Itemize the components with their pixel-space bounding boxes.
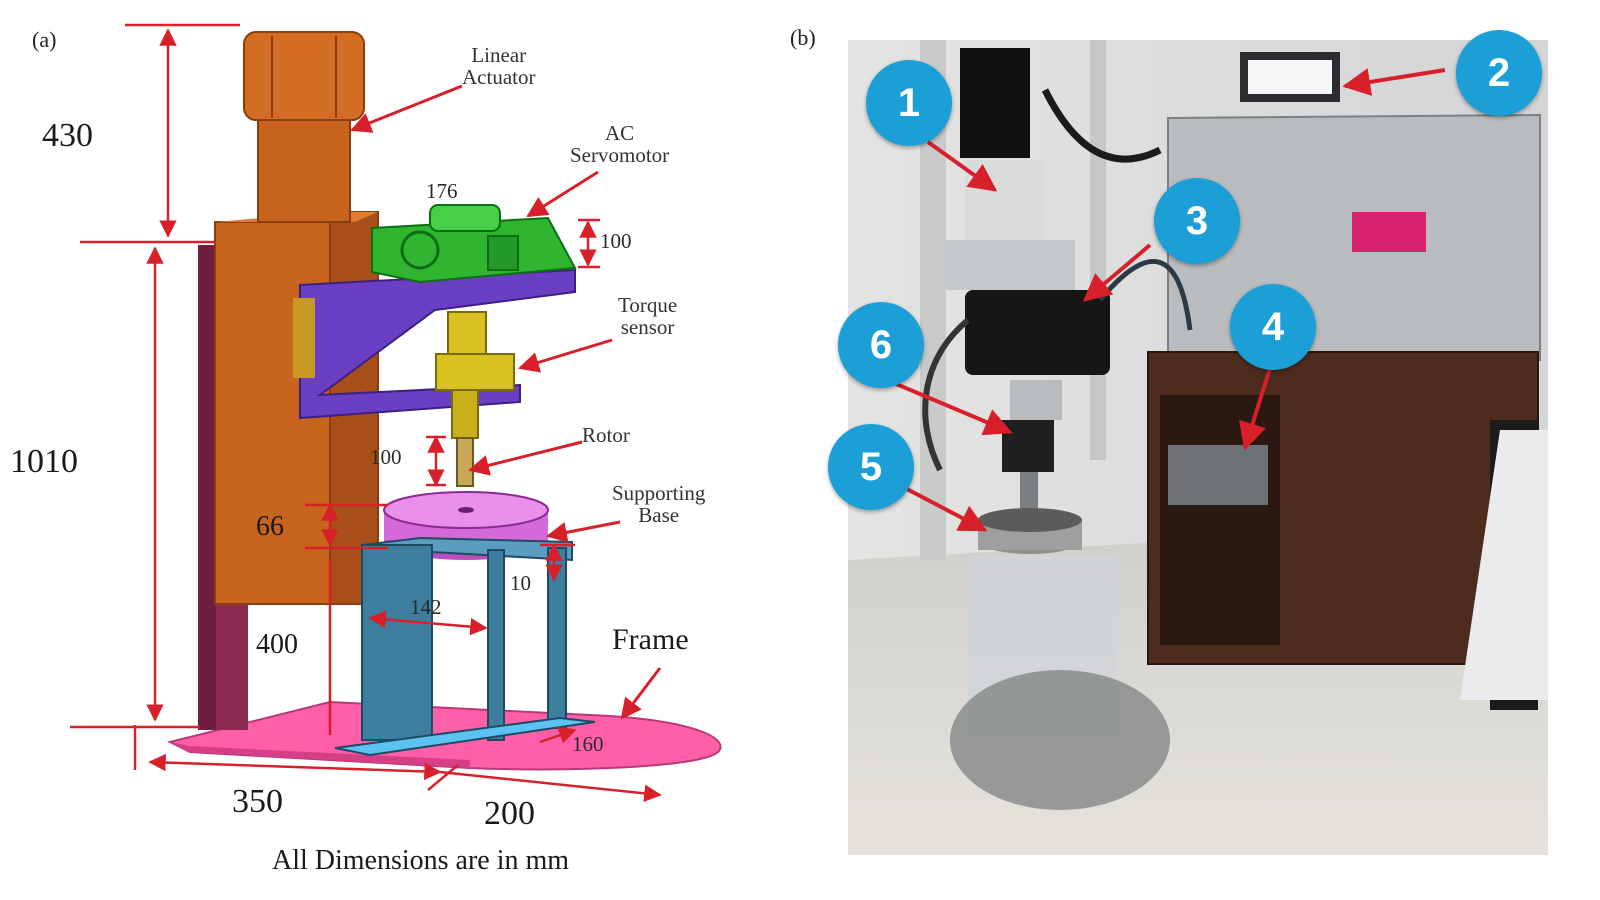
dim-176: 176 — [426, 179, 458, 203]
callout-3: 3 — [1154, 178, 1240, 264]
label-torque-sensor-line1: Torque — [618, 293, 678, 317]
label-ac-servomotor: AC Servomotor — [570, 122, 669, 166]
callout-5: 5 — [828, 424, 914, 510]
panel-a-tag: (a) — [32, 27, 57, 52]
dim-1010: 1010 — [10, 443, 78, 480]
dimension-lines — [70, 23, 662, 803]
torque-sensor — [435, 311, 515, 439]
dim-142: 142 — [410, 595, 442, 619]
label-supporting-base: Supporting Base — [612, 482, 705, 526]
label-ac-servomotor-line2: Servomotor — [570, 143, 670, 168]
dim-350: 350 — [232, 783, 283, 820]
units-note: All Dimensions are in mm — [272, 845, 570, 876]
dim-400: 400 — [256, 629, 298, 660]
dim-200: 200 — [484, 795, 535, 832]
label-linear-actuator-line2: Actuator — [462, 65, 536, 90]
dim-160: 160 — [572, 732, 604, 756]
label-torque-sensor: Torque sensor — [618, 294, 677, 338]
label-linear-actuator-line1: Linear — [471, 43, 527, 67]
dim-66: 66 — [256, 511, 284, 542]
callout-1: 1 — [866, 60, 952, 146]
dim-10: 10 — [510, 571, 531, 595]
lab-photo — [848, 40, 1548, 855]
mounting-bracket — [293, 268, 576, 420]
label-ac-servomotor-line1: AC — [604, 121, 635, 145]
ac-servomotor — [371, 204, 577, 284]
dim-100-rotor: 100 — [370, 445, 402, 469]
label-torque-sensor-line2: sensor — [620, 315, 675, 340]
dim-100-motor: 100 — [600, 229, 632, 253]
stand — [334, 536, 596, 757]
callout-2: 2 — [1456, 30, 1542, 116]
rotor — [456, 437, 474, 487]
label-leaders — [350, 84, 662, 720]
callout-4: 4 — [1230, 284, 1316, 370]
label-supporting-base-line2: Base — [638, 503, 680, 528]
callout-6: 6 — [838, 302, 924, 388]
label-supporting-base-line1: Supporting — [612, 481, 706, 505]
panel-b-tag: (b) — [790, 25, 816, 50]
label-linear-actuator: Linear Actuator — [462, 44, 535, 88]
label-rotor: Rotor — [582, 423, 630, 447]
label-frame: Frame — [612, 623, 689, 656]
dim-430: 430 — [42, 117, 93, 154]
